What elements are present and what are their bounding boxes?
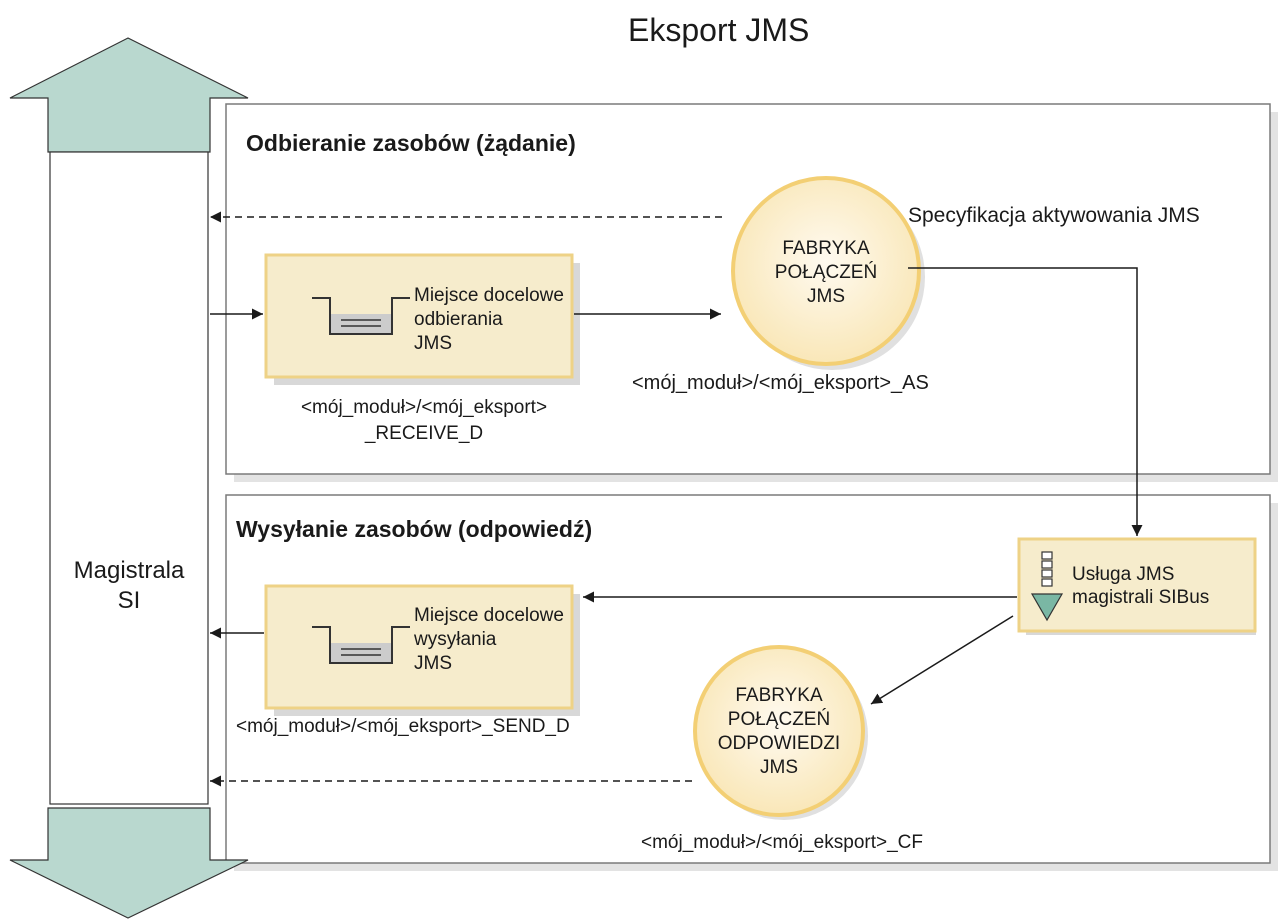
service-line: magistrali SIBus: [1072, 587, 1210, 608]
sibus-service-box: [1017, 537, 1257, 635]
receive-destination-box: [264, 253, 580, 385]
factory-line: FABRYKA: [735, 685, 823, 706]
factory-line: FABRYKA: [782, 238, 870, 259]
factory-line: ODPOWIEDZI: [717, 733, 841, 754]
sibus-service-icon: [1030, 551, 1064, 622]
caption-line: <mój_moduł>/<mój_eksport>: [300, 397, 548, 418]
si-bus: [9, 37, 249, 919]
send-destination-line: wysyłania: [414, 629, 497, 650]
receive-destination-caption: <mój_moduł>/<mój_eksport> _RECEIVE_D: [276, 395, 572, 447]
response-factory-caption: <mój_moduł>/<mój_eksport>_CF: [641, 832, 923, 853]
factory-line: JMS: [807, 286, 845, 307]
factory-line: POŁĄCZEŃ: [727, 709, 831, 730]
factory-line: POŁĄCZEŃ: [774, 262, 878, 283]
receive-destination-label: Miejsce docelowe odbierania JMS: [414, 284, 564, 356]
sibus-to-response-factory: [870, 615, 1014, 705]
send-section-heading: Wysyłanie zasobów (odpowiedź): [236, 516, 593, 542]
receive-factory-label: FABRYKA POŁĄCZEŃ JMS: [733, 237, 919, 309]
bus-label-line: Magistrala: [73, 557, 185, 584]
send-destination-line: Miejsce docelowe: [414, 605, 564, 626]
bus-arrow-up: [9, 37, 249, 153]
caption-line: _RECEIVE_D: [364, 423, 484, 444]
receive-factory-caption: <mój_moduł>/<mój_eksport>_AS: [632, 372, 929, 394]
receive-section-heading: Odbieranie zasobów (żądanie): [246, 130, 576, 156]
send-destination-label: Miejsce docelowe wysyłania JMS: [414, 604, 564, 676]
queue-icon: [312, 626, 410, 664]
factory-to-sibus-service: [908, 267, 1143, 536]
receive-destination-line: Miejsce docelowe: [414, 285, 564, 306]
bus-label: Magistrala SI: [50, 556, 208, 616]
service-line: Usługa JMS: [1072, 564, 1175, 585]
activation-spec-label: Specyfikacja aktywowania JMS: [908, 204, 1200, 227]
send-destination-line: JMS: [414, 653, 452, 674]
receive-destination-line: JMS: [414, 333, 452, 354]
diagram-title: Eksport JMS: [628, 12, 810, 48]
receive-factory-circle: [731, 176, 925, 370]
bus-label-line: SI: [117, 587, 141, 614]
send-destination-caption: <mój_moduł>/<mój_eksport>_SEND_D: [236, 716, 570, 737]
receive-destination-line: odbierania: [414, 309, 503, 330]
bus-bar: [49, 151, 209, 805]
factory-line: JMS: [760, 757, 798, 778]
queue-icon: [312, 297, 410, 335]
response-factory-circle: [693, 645, 868, 820]
response-factory-label: FABRYKA POŁĄCZEŃ ODPOWIEDZI JMS: [689, 684, 869, 780]
sibus-service-label: Usługa JMS magistrali SIBus: [1072, 563, 1209, 609]
connectors: [210, 211, 1143, 787]
send-destination-box: [264, 584, 580, 716]
bus-arrow-down: [9, 807, 249, 919]
